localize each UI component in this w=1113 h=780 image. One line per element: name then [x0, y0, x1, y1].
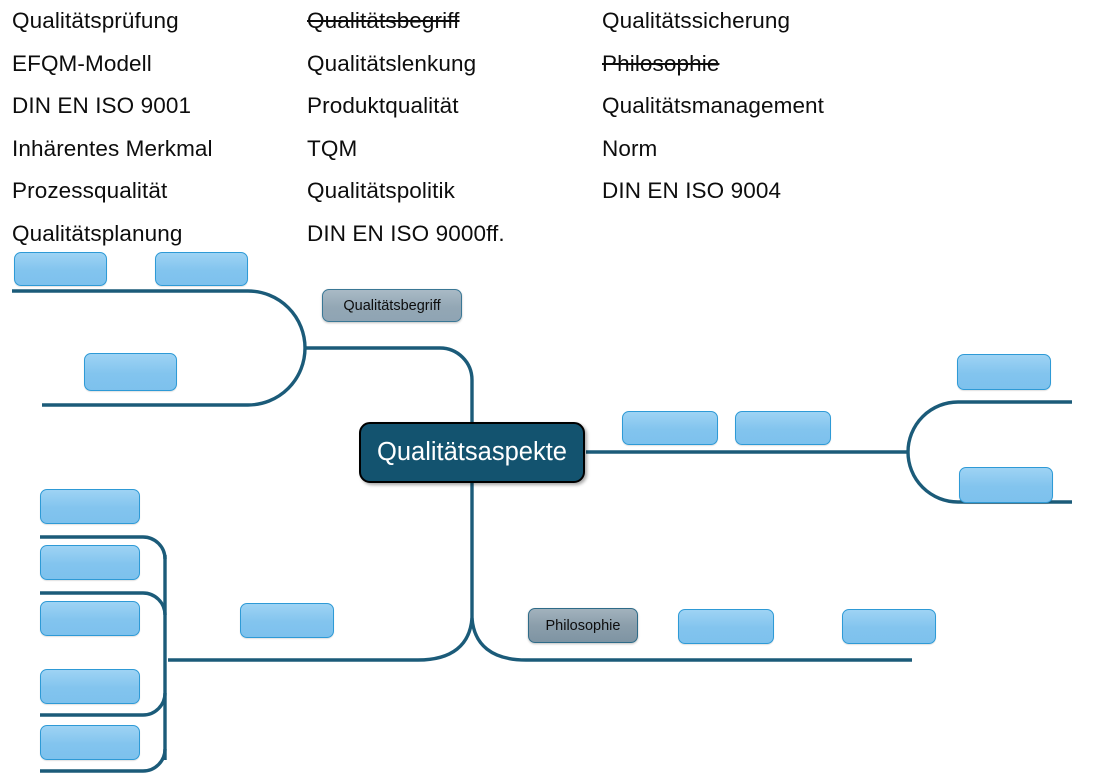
word-bank-item[interactable]: Qualitätsmanagement	[602, 93, 825, 119]
word-bank-column-1: Qualitätsprüfung EFQM-Modell DIN EN ISO …	[12, 0, 213, 256]
mindmap-blank-slot[interactable]	[959, 467, 1053, 503]
branch-bottom-split-left	[168, 617, 474, 662]
mindmap-blank-slot[interactable]	[84, 353, 177, 391]
branch-stack-rail-5	[40, 748, 167, 773]
word-bank-item[interactable]: Produktqualität	[307, 93, 459, 119]
mindmap-blank-slot[interactable]	[678, 609, 774, 644]
mindmap-blank-slot[interactable]	[957, 354, 1051, 390]
mindmap-node-label: Qualitätsbegriff	[343, 297, 441, 314]
mindmap-blank-slot[interactable]	[40, 489, 140, 524]
branch-top-left-rails	[12, 289, 307, 407]
word-bank: Qualitätsprüfung EFQM-Modell DIN EN ISO …	[0, 0, 1113, 250]
mindmap-center-node[interactable]: Qualitätsaspekte	[359, 422, 585, 483]
mindmap-blank-slot[interactable]	[40, 669, 140, 704]
mindmap-blank-slot[interactable]	[40, 601, 140, 636]
mindmap-blank-slot[interactable]	[842, 609, 936, 644]
word-bank-item[interactable]: DIN EN ISO 9001	[12, 93, 192, 119]
word-bank-item[interactable]: Qualitätslenkung	[307, 50, 477, 76]
word-bank-item[interactable]: Inhärentes Merkmal	[12, 135, 213, 161]
word-bank-item[interactable]: Prozessqualität	[12, 178, 168, 204]
word-bank-item[interactable]: Qualitätsplanung	[12, 220, 183, 246]
word-bank-item[interactable]: Qualitätsprüfung	[12, 8, 179, 33]
mindmap-blank-slot[interactable]	[40, 725, 140, 760]
word-bank-item[interactable]: DIN EN ISO 9004	[602, 178, 782, 204]
mindmap-node-qualitaetsbegriff[interactable]: Qualitätsbegriff	[322, 289, 462, 322]
mindmap-blank-slot[interactable]	[240, 603, 334, 638]
word-bank-item[interactable]: Norm	[602, 135, 658, 161]
mindmap-blank-slot[interactable]	[14, 252, 107, 286]
branch-stack-rail-2	[40, 591, 167, 616]
branch-right-rails	[906, 400, 1072, 504]
branch-stack-rail-4	[40, 692, 167, 717]
mindmap-blank-slot[interactable]	[40, 545, 140, 580]
mindmap-node-label: Philosophie	[545, 617, 621, 634]
mindmap-node-philosophie[interactable]: Philosophie	[528, 608, 638, 643]
mindmap-blank-slot[interactable]	[735, 411, 831, 445]
word-bank-column-2: Qualitätsbegriff Qualitätslenkung Produk…	[307, 0, 505, 256]
branch-stack-rail-1	[40, 535, 167, 560]
word-bank-item[interactable]: TQM	[307, 135, 358, 161]
word-bank-item-used[interactable]: Qualitätsbegriff	[307, 8, 460, 33]
mindmap-blank-slot[interactable]	[622, 411, 718, 445]
word-bank-item[interactable]: Qualitätspolitik	[307, 178, 455, 204]
word-bank-item[interactable]: EFQM-Modell	[12, 50, 152, 76]
mindmap-blank-slot[interactable]	[155, 252, 248, 286]
word-bank-item-used[interactable]: Philosophie	[602, 50, 720, 76]
word-bank-column-3: Qualitätssicherung Philosophie Qualitäts…	[602, 0, 824, 213]
branch-bottom-split-right	[470, 617, 912, 662]
mindmap-center-label: Qualitätsaspekte	[377, 438, 567, 466]
word-bank-item[interactable]: DIN EN ISO 9000ff.	[307, 220, 505, 246]
word-bank-item[interactable]: Qualitätssicherung	[602, 8, 791, 33]
branch-top-left-stem	[305, 346, 474, 422]
